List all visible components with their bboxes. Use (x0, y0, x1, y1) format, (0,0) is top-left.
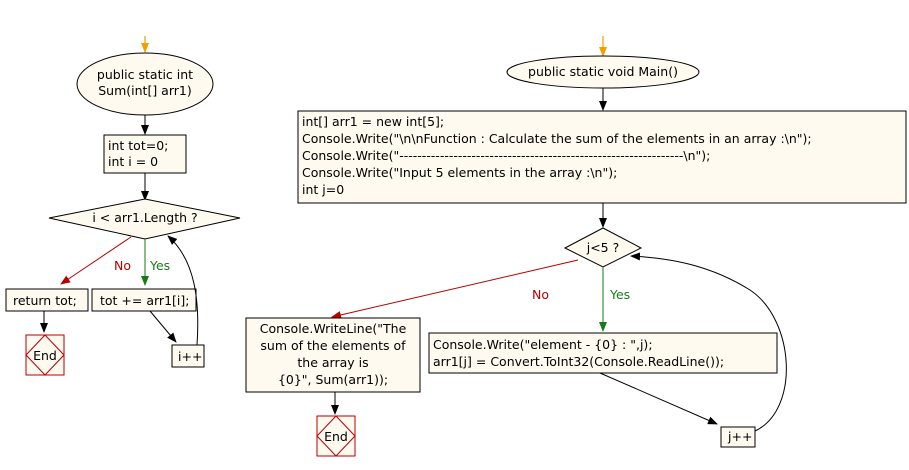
right-edge-input-incr (599, 372, 718, 425)
right-edge-no (331, 259, 579, 319)
right-init-line-1: int[] arr1 = new int[5]; (302, 114, 444, 129)
left-no-label: No (114, 258, 131, 273)
right-end-node: End (316, 415, 356, 457)
left-increment-box (171, 344, 205, 368)
right-input-line-1: Console.Write("element - {0} : ",j); (433, 337, 653, 352)
right-output-line-2: sum of the elements of (260, 338, 406, 353)
left-condition-text: i < arr1.Length ? (92, 210, 197, 225)
right-condition-text: j<5 ? (586, 240, 620, 255)
left-init-box (103, 134, 187, 174)
left-init-line-1: int tot=0; (108, 138, 168, 153)
right-init-box (297, 110, 907, 204)
left-init-line-2: int i = 0 (108, 154, 158, 169)
right-flow: public static void Main() int[] arr1 = n… (245, 36, 907, 457)
right-output-line-4: {0}", Sum(arr1)); (278, 372, 388, 387)
right-input-box (428, 332, 778, 374)
left-add-box (91, 288, 197, 312)
right-output-line-3: the array is (297, 355, 368, 370)
right-init-line-4: Console.Write("Input 5 elements in the a… (302, 165, 617, 180)
left-edge-add-incr (149, 310, 177, 343)
left-increment-text: i++ (178, 349, 202, 364)
left-add-text: tot += arr1[i]; (100, 293, 189, 308)
left-start-line-1: public static int (97, 67, 193, 82)
left-return-text: return tot; (13, 293, 77, 308)
left-edge-loop-back (167, 235, 199, 346)
right-increment-text: j++ (727, 429, 752, 444)
right-init-line-2: Console.Write("\n\nFunction : Calculate … (302, 131, 812, 146)
left-yes-label: Yes (149, 258, 170, 273)
left-flow: public static int Sum(int[] arr1) int to… (5, 36, 241, 376)
right-output-line-1: Console.WriteLine("The (260, 321, 407, 336)
right-init-line-3: Console.Write("-------------------------… (302, 148, 710, 163)
right-output-box (245, 317, 421, 393)
right-increment-box (720, 426, 756, 448)
left-edge-no (60, 236, 132, 285)
left-end-text: End (33, 348, 57, 363)
right-no-label: No (532, 287, 549, 302)
right-end-text: End (324, 429, 348, 444)
right-start-text: public static void Main() (528, 64, 678, 79)
left-return-box (5, 288, 89, 312)
right-init-line-5: int j=0 (302, 182, 344, 197)
left-end-node: End (25, 334, 65, 376)
left-condition-diamond (48, 198, 241, 240)
left-start-line-2: Sum(int[] arr1) (98, 83, 191, 98)
right-yes-label: Yes (609, 287, 630, 302)
right-condition-diamond (563, 227, 643, 268)
right-edge-loop-back (630, 252, 787, 432)
right-input-line-2: arr1[j] = Convert.ToInt32(Console.ReadLi… (433, 354, 724, 369)
